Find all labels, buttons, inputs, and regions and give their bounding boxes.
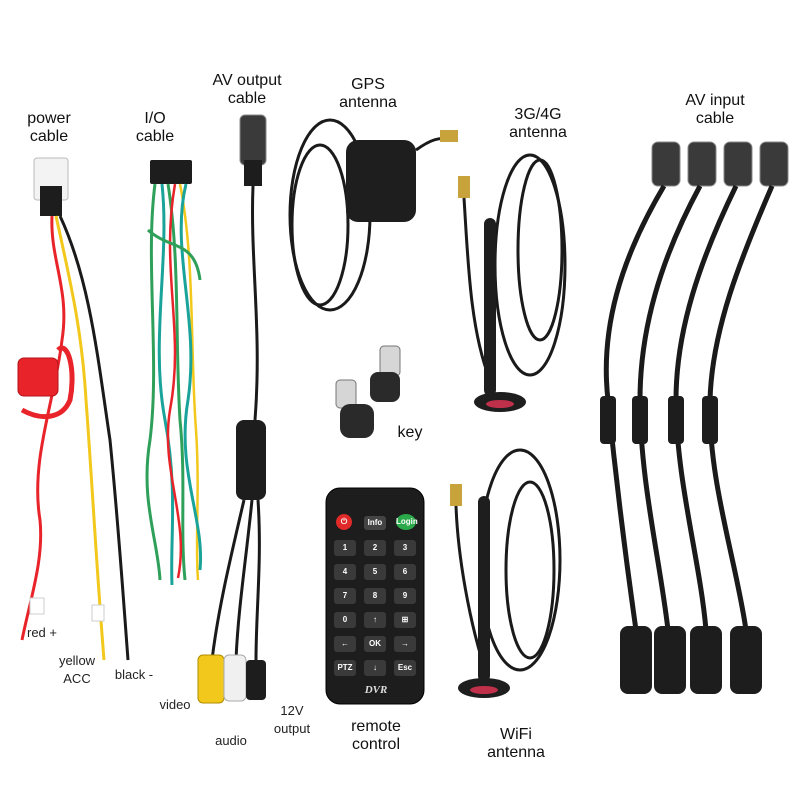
remote-key: OK (364, 636, 386, 652)
label-audio: audio (215, 733, 247, 748)
remote-key: ← (334, 636, 356, 652)
remote-key: 5 (364, 564, 386, 580)
label-video: video (159, 697, 191, 712)
remote-key: PTZ (334, 660, 356, 676)
remote-key: 2 (364, 540, 386, 556)
io-cable (145, 160, 203, 586)
av-input-cable (600, 141, 789, 694)
remote-power-key: ⏻ (336, 514, 352, 530)
av-output-cable (197, 114, 267, 704)
g34-antenna (458, 153, 567, 412)
keys (335, 345, 401, 438)
label-black-wire: black - (114, 667, 154, 682)
label-key: key (397, 424, 423, 441)
remote-key: 9 (394, 588, 416, 604)
remote-key: 0 (334, 612, 356, 628)
remote-key: 3 (394, 540, 416, 556)
remote-key: 6 (394, 564, 416, 580)
remote-key: ↑ (364, 612, 386, 628)
remote-key: ⊞ (394, 612, 416, 628)
gps-antenna (288, 118, 458, 312)
remote-login-key: Login (396, 514, 418, 530)
remote-key: 8 (364, 588, 386, 604)
remote-info-key: Info (364, 516, 386, 530)
remote-key: → (394, 636, 416, 652)
label-red-wire: red + (27, 625, 57, 640)
remote-key: 1 (334, 540, 356, 556)
remote-key: 7 (334, 588, 356, 604)
remote-brand: DVR (364, 684, 388, 696)
wifi-antenna (450, 448, 562, 698)
remote-key: Esc (394, 660, 416, 676)
remote-key: 4 (334, 564, 356, 580)
remote-key: ↓ (364, 660, 386, 676)
power-cable (17, 157, 130, 661)
